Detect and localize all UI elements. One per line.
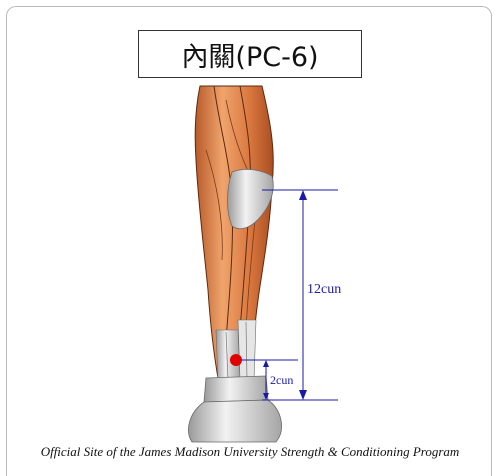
- acupoint-marker: [230, 354, 242, 366]
- hand-base: [188, 400, 281, 442]
- wrist-band: [204, 376, 268, 402]
- measure-2cun-label: 2cun: [270, 373, 293, 387]
- measure-12cun: 12cun: [262, 190, 341, 400]
- measure-12cun-label: 12cun: [307, 282, 341, 297]
- source-caption: Official Site of the James Madison Unive…: [0, 444, 500, 460]
